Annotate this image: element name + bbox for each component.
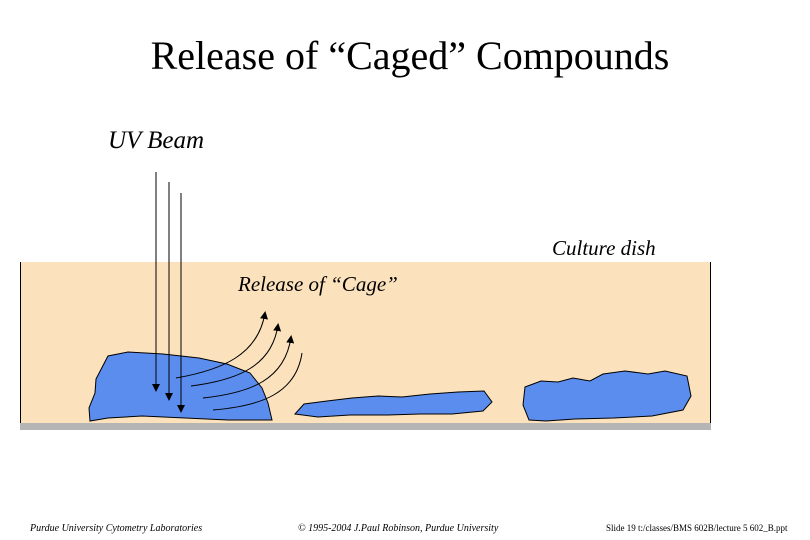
dish-floor (20, 423, 711, 430)
footer-copyright: © 1995-2004 J.Paul Robinson, Purdue Univ… (298, 523, 498, 534)
cage-release-label: Release of “Cage” (238, 272, 398, 297)
footer-slide-info: Slide 19 t:/classes/BMS 602B/lecture 5 6… (606, 523, 788, 533)
footer-lab-name: Purdue University Cytometry Laboratories (30, 523, 202, 534)
uv-beam-label: UV Beam (108, 127, 204, 155)
culture-dish-label: Culture dish (552, 236, 656, 261)
